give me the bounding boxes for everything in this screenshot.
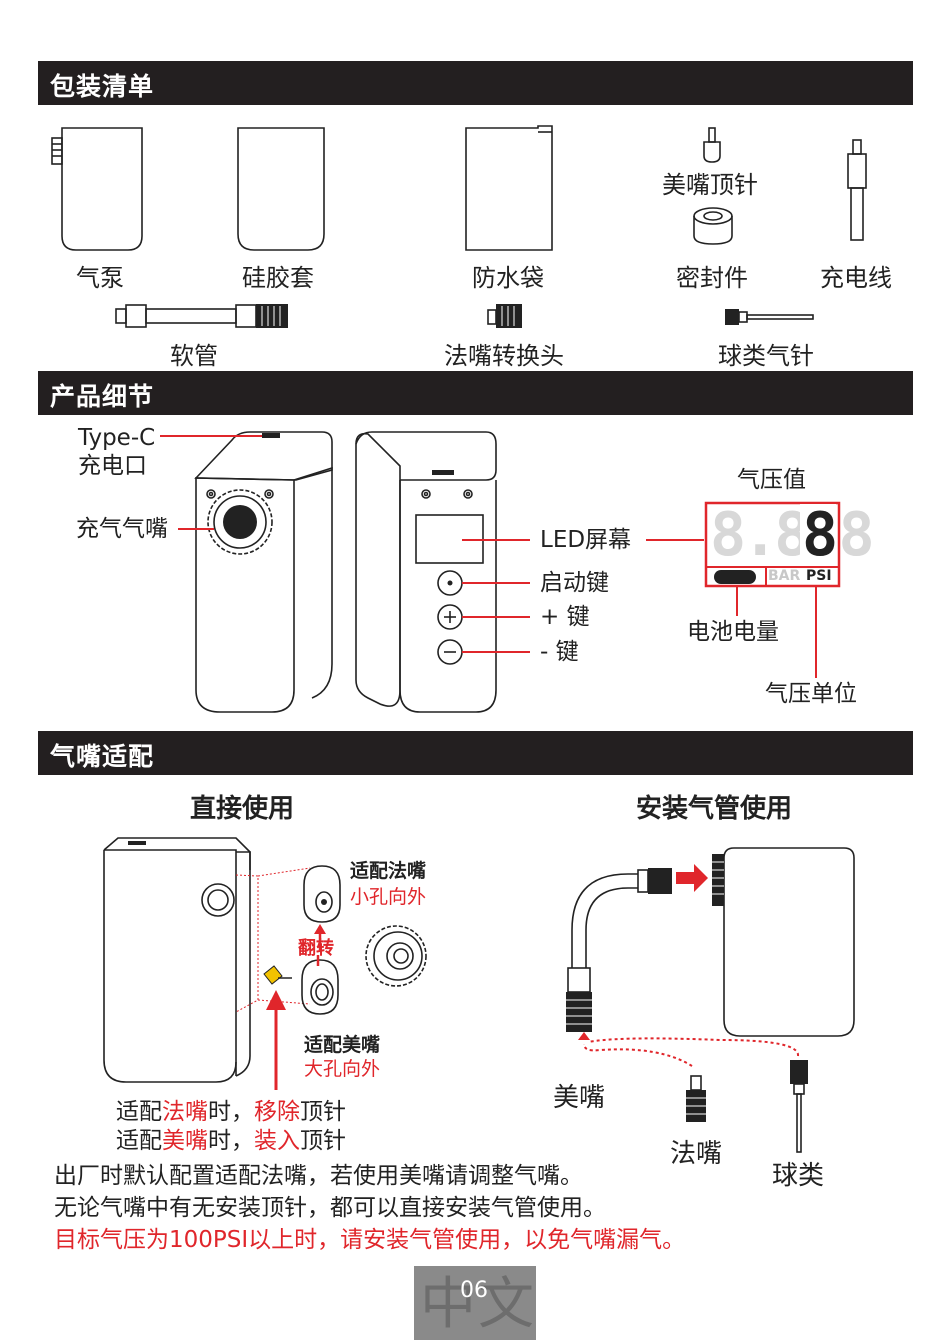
instruction-presta: 适配法嘴时，移除顶针	[116, 1098, 346, 1127]
presta-fit-icon	[304, 866, 340, 922]
nozzle-nut-icon	[366, 926, 426, 986]
direct-use-pump-icon	[104, 838, 310, 1082]
schrader-fit-title: 适配美嘴	[304, 1030, 380, 1057]
label-schrader: 美嘴	[553, 1077, 605, 1114]
schrader-fit-note: 大孔向外	[304, 1054, 380, 1081]
presta-fit-title: 适配法嘴	[350, 856, 426, 883]
schrader-fit-icon	[302, 960, 338, 1014]
hose-curve-icon	[566, 868, 672, 1032]
presta-fit-note: 小孔向外	[350, 882, 426, 909]
instruction-schrader: 适配美嘴时，装入顶针	[116, 1127, 346, 1156]
note-high-pressure: 目标气压为100PSI以上时，请安装气管使用，以免气嘴漏气。	[54, 1226, 685, 1255]
page-footer-tab: 中文 06	[414, 1266, 536, 1340]
hose-use-pump-icon	[712, 848, 854, 1036]
label-ball: 球类	[772, 1155, 824, 1192]
presta-adapter-small-icon	[686, 1076, 706, 1122]
ball-needle-small-icon	[790, 1060, 808, 1152]
label-presta: 法嘴	[670, 1133, 722, 1170]
valve-pin-icon	[264, 966, 292, 984]
page-number: 06	[460, 1278, 488, 1303]
flip-label: 翻转	[298, 934, 334, 960]
note-hose-any: 无论气嘴中有无安装顶针，都可以直接安装气管使用。	[54, 1194, 606, 1223]
note-default-presta: 出厂时默认配置适配法嘴，若使用美嘴请调整气嘴。	[54, 1162, 583, 1191]
